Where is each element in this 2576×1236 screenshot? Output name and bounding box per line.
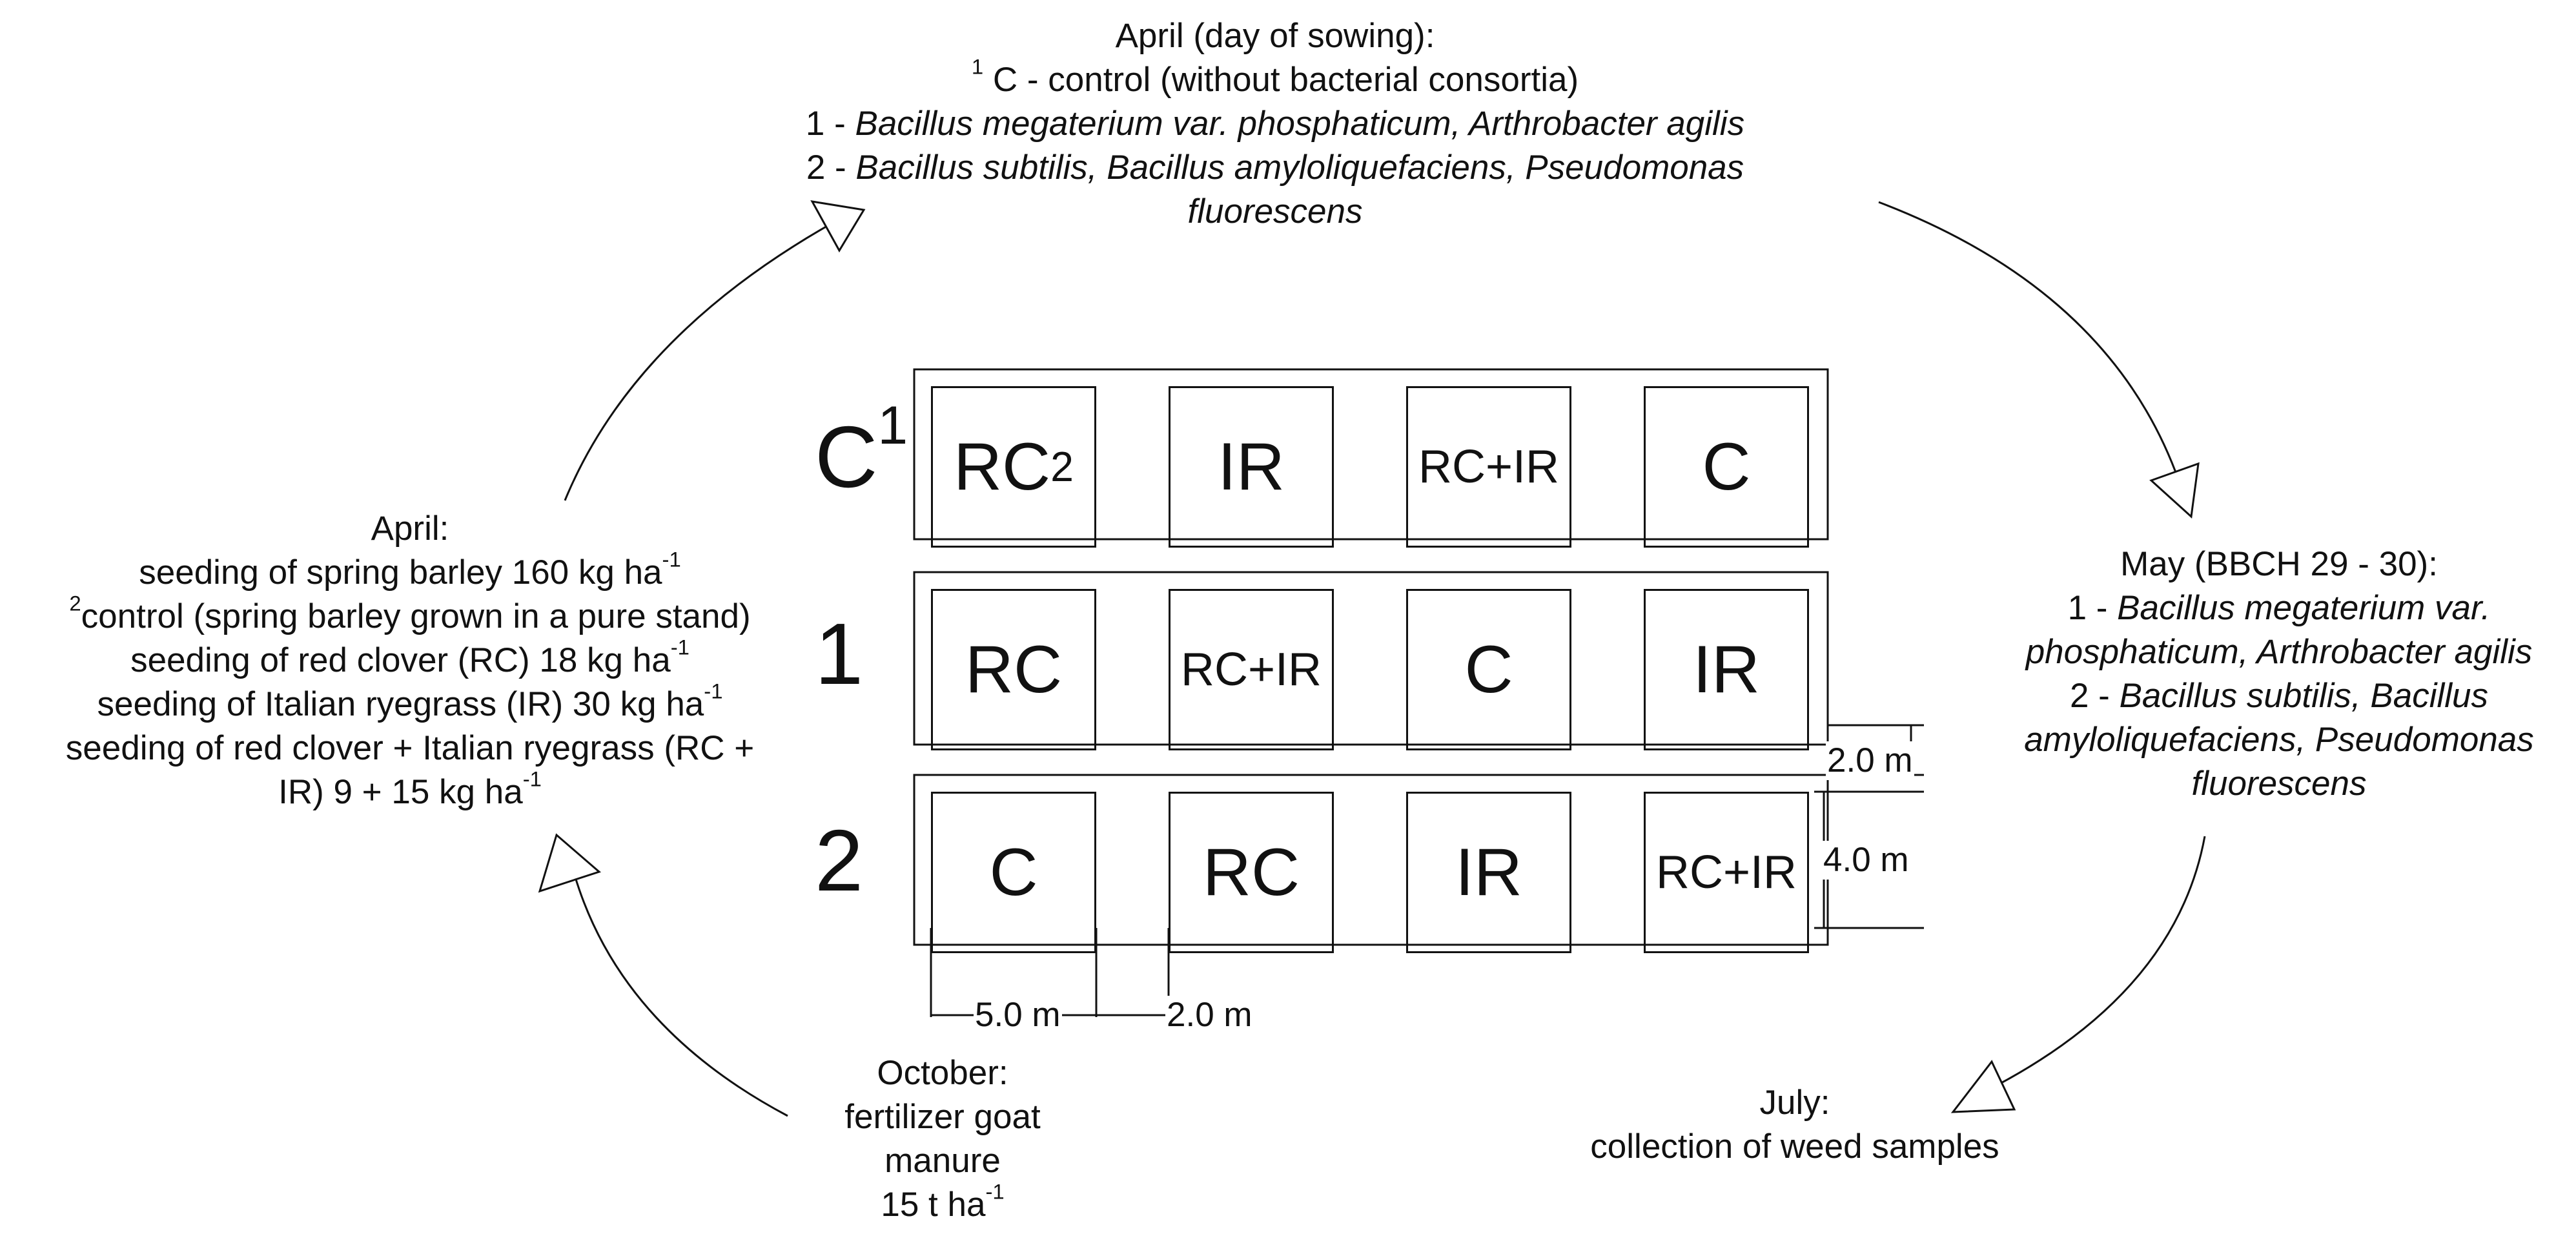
dim-plot-width: 5.0 m xyxy=(974,996,1062,1035)
top-note-title: April (day of sowing): xyxy=(1115,17,1435,55)
arc-right-bottom xyxy=(1985,836,2206,1093)
plot-2-1: C xyxy=(931,792,1096,953)
plot-1-4: IR xyxy=(1644,589,1809,750)
row-label-2: 2 xyxy=(815,812,864,909)
bottom-left-note-title: October: xyxy=(877,1054,1008,1092)
arc-top-right xyxy=(1878,201,2180,482)
arrowhead-right xyxy=(2149,462,2200,519)
dim-row-gap: 2.0 m xyxy=(1826,741,1914,780)
row-label-c: C1 xyxy=(815,395,908,506)
plot-1-3: C xyxy=(1406,589,1571,750)
plot-2-4: RC+IR xyxy=(1644,792,1809,953)
plot-c-2: IR xyxy=(1169,386,1334,548)
arc-left-top xyxy=(564,221,833,501)
block-frame-1 xyxy=(913,571,1829,746)
block-frame-c xyxy=(913,368,1829,541)
dim-plot-gap: 2.0 m xyxy=(1165,996,1254,1035)
plot-1-1: RC xyxy=(931,589,1096,750)
plot-2-2: RC xyxy=(1169,792,1334,953)
row-label-1: 1 xyxy=(815,605,864,703)
right-note-title: May (BBCH 29 - 30): xyxy=(2120,545,2438,583)
dim-plot-height: 4.0 m xyxy=(1822,841,1910,880)
arrowhead-top-left xyxy=(810,200,866,252)
plot-1-2: RC+IR xyxy=(1169,589,1334,750)
plot-2-3: IR xyxy=(1406,792,1571,953)
plot-c-4: C xyxy=(1644,386,1809,548)
bottom-right-note-title: July: xyxy=(1759,1084,1830,1122)
left-note: April: seeding of spring barley 160 kg h… xyxy=(0,507,820,814)
bottom-right-note: July: collection of weed samples xyxy=(1504,1081,2085,1169)
arrowhead-left xyxy=(538,833,601,893)
top-note-line4: 2 - Bacillus subtilis, Bacillus amyloliq… xyxy=(806,149,1744,187)
bottom-left-note: October: fertilizer goat manure 15 t ha-… xyxy=(762,1051,1123,1227)
top-note-line3: 1 - Bacillus megaterium var. phosphaticu… xyxy=(805,105,1745,143)
top-note-line2: 1 C - control (without bacterial consort… xyxy=(971,54,1579,99)
arc-bottom-left xyxy=(573,874,788,1117)
left-note-title: April: xyxy=(371,510,449,548)
plot-c-3: RC+IR xyxy=(1406,386,1571,548)
top-note: April (day of sowing): 1 C - control (wi… xyxy=(759,14,1792,234)
right-note: May (BBCH 29 - 30): 1 - Bacillus megater… xyxy=(1988,542,2570,806)
top-note-line5: fluorescens xyxy=(1187,192,1363,231)
arrowhead-bottom-right xyxy=(1950,1060,2016,1113)
